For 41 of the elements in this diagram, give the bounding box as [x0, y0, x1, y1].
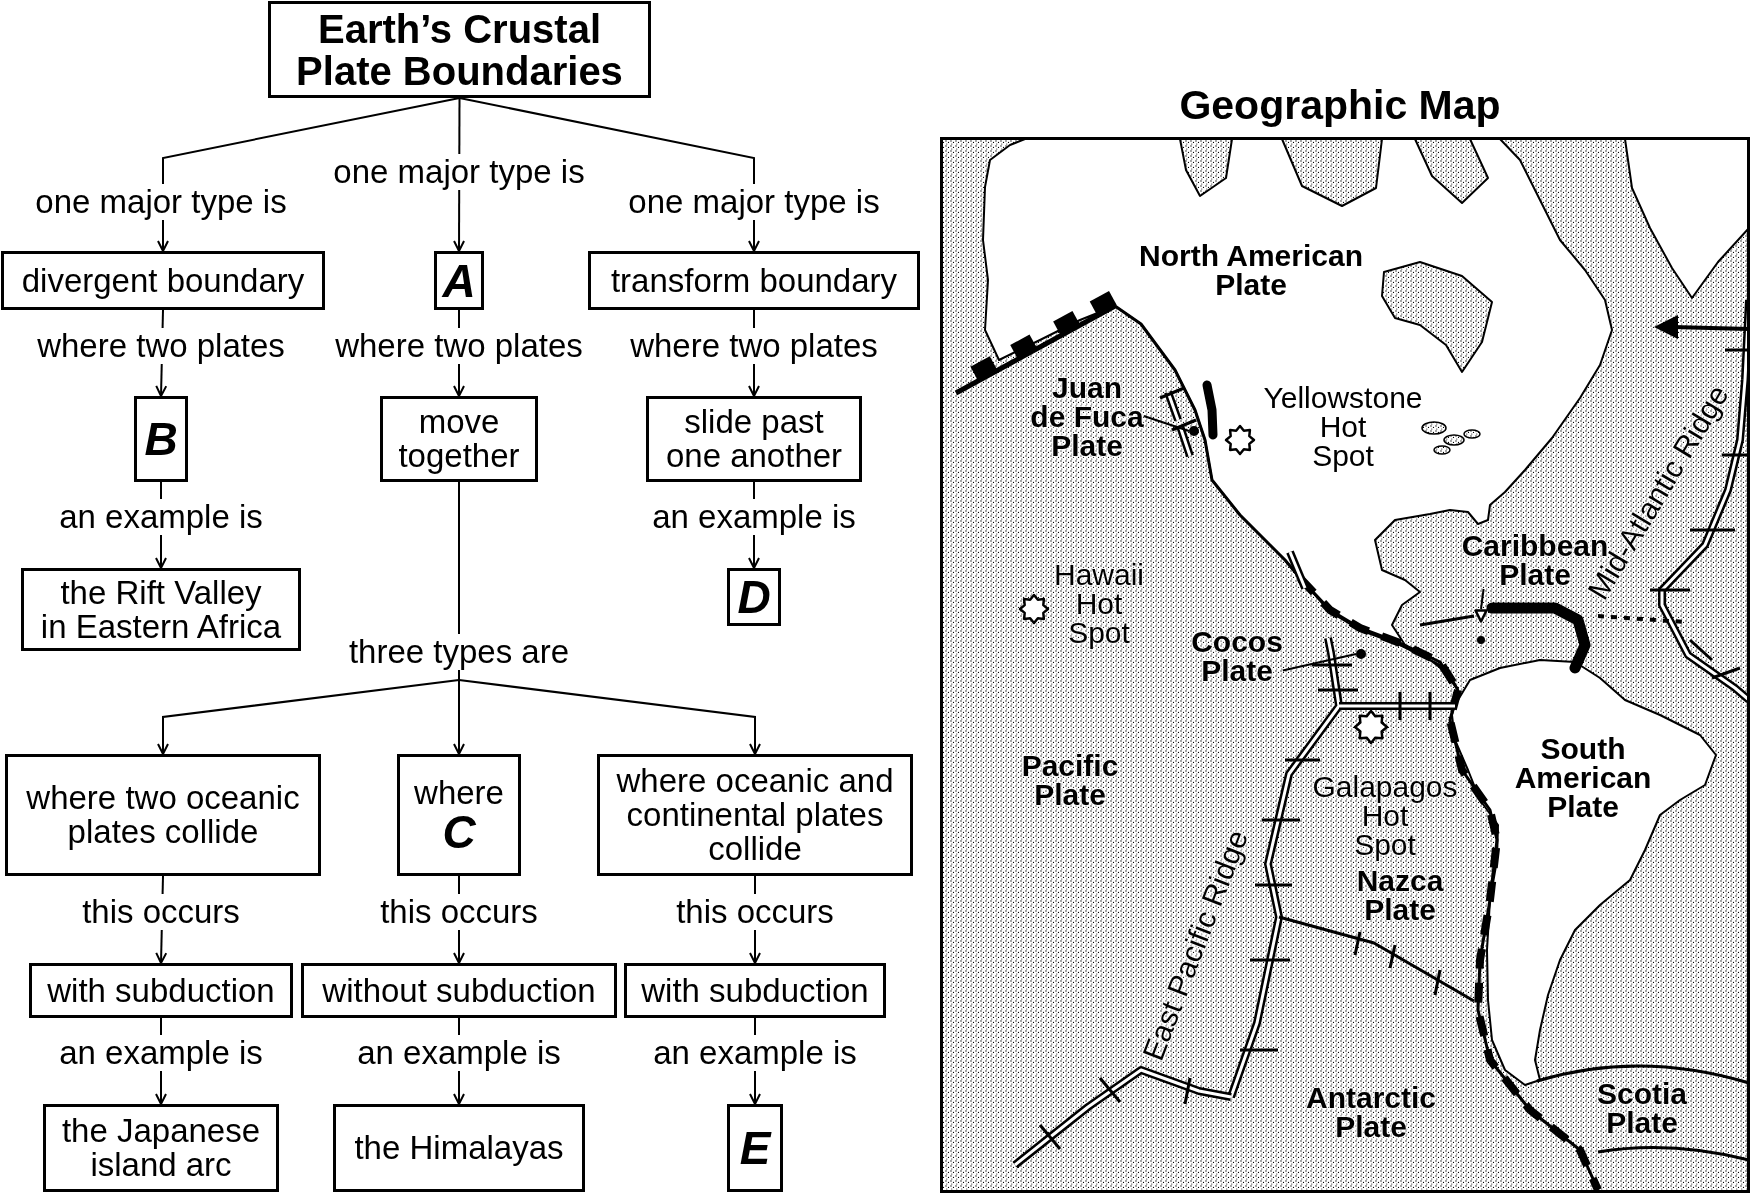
map-title: Geographic Map — [1179, 83, 1501, 127]
leader-line — [1281, 653, 1357, 672]
concept-box: the Himalayas — [333, 1104, 585, 1192]
plate-label: Scotia Plate — [1597, 1079, 1687, 1137]
plate-label: Antarctic Plate — [1306, 1083, 1436, 1141]
concept-box: with subduction — [624, 963, 886, 1018]
concept-box: divergent boundary — [1, 251, 325, 310]
arrow — [458, 97, 760, 252]
leader-line — [1480, 588, 1485, 610]
dot-icon — [1189, 426, 1199, 436]
arrow — [458, 679, 761, 755]
concept-box: the Japanese island arc — [43, 1104, 279, 1192]
concept-box: where oceanic and continental plates collide — [597, 754, 913, 876]
letter-box: A — [434, 251, 484, 310]
leader-line — [1142, 415, 1190, 432]
concept-box: with subduction — [29, 963, 293, 1018]
plate-label: North American Plate — [1139, 241, 1363, 299]
concept-box: the Rift Valley in Eastern Africa — [21, 568, 301, 651]
concept-box: move together — [380, 396, 538, 482]
concept-box: transform boundary — [588, 251, 920, 310]
ridge-label: East Pacific Ridge — [1137, 826, 1253, 1064]
triangle-icon — [1474, 609, 1488, 623]
plate-label: South American Plate — [1514, 733, 1652, 821]
hotspot-label: Galapagos Hot Spot — [1312, 771, 1458, 859]
letter-box: B — [134, 396, 188, 482]
concept-box: slide past one another — [646, 396, 862, 482]
plate-label: Cocos Plate — [1191, 627, 1283, 685]
plate-label: Pacific Plate — [1021, 751, 1119, 809]
hotspot-label: Hawaii Hot Spot — [1054, 559, 1144, 647]
concept-box: without subduction — [301, 963, 617, 1018]
arrow — [157, 679, 460, 755]
letter-box: E — [727, 1104, 783, 1192]
dot-icon — [1356, 649, 1366, 659]
plate-label: Juan de Fuca Plate — [1030, 372, 1144, 460]
concept-box: where two oceanic plates collide — [5, 754, 321, 876]
letter-box: D — [727, 568, 781, 626]
title-box: Earth’s Crustal Plate Boundaries — [268, 1, 651, 98]
concept-box: where C — [397, 754, 521, 876]
arrow — [157, 97, 461, 252]
hotspot-label: Yellowstone Hot Spot — [1263, 382, 1423, 470]
plate-label: Nazca Plate — [1356, 866, 1444, 924]
